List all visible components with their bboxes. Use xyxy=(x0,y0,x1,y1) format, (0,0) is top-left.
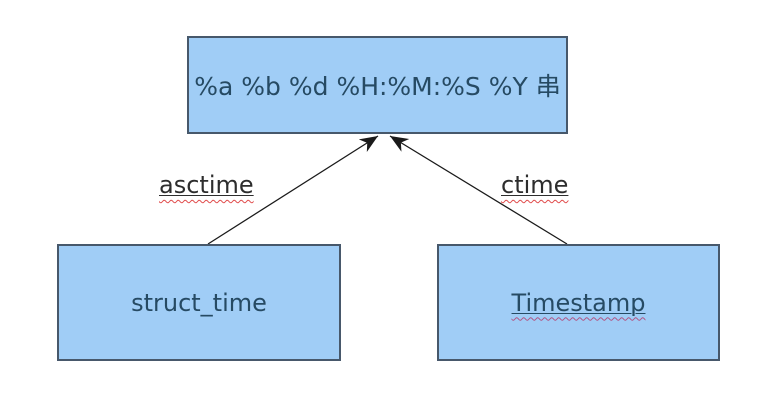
node-struct-time-label: struct_time xyxy=(131,288,267,317)
edge-label-ctime-squiggle: ctime xyxy=(501,171,568,199)
edge-label-ctime-text: ctime xyxy=(501,171,569,199)
node-format-string-label: %a %b %d %H:%M:%S %Y 串 xyxy=(194,72,561,101)
edge-label-asctime-squiggle: asctime xyxy=(159,171,254,199)
edge-label-ctime: ctime xyxy=(501,171,568,199)
edge-asctime-arrow xyxy=(207,135,379,245)
node-format-string: %a %b %d %H:%M:%S %Y 串 xyxy=(187,36,568,134)
edge-ctime-arrow xyxy=(389,135,568,245)
node-timestamp-squiggle: Timestamp xyxy=(512,289,646,317)
edge-label-asctime-text: asctime xyxy=(159,171,254,199)
node-struct-time: struct_time xyxy=(57,244,341,361)
node-timestamp-label: Timestamp xyxy=(511,288,646,317)
edge-label-asctime: asctime xyxy=(159,171,254,199)
node-timestamp: Timestamp xyxy=(437,244,720,361)
